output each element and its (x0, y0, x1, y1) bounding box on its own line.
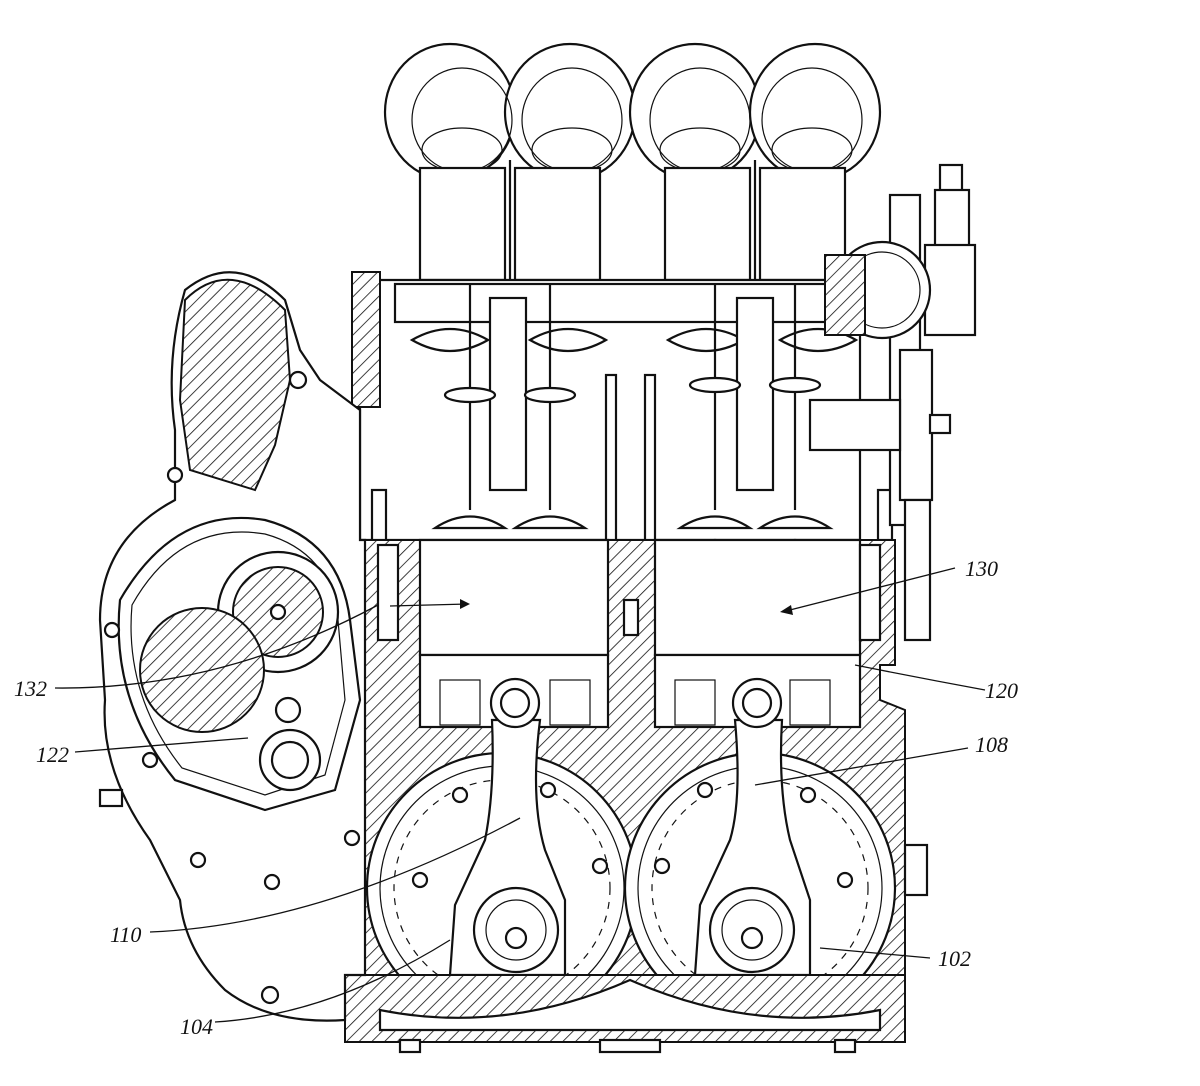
label-132: 132 (14, 676, 47, 701)
left-accessory-housing (98, 271, 367, 1022)
chamber-arrows (389, 567, 956, 615)
label-102: 102 (938, 946, 971, 971)
label-108: 108 (975, 732, 1008, 757)
intake-trumpets (383, 42, 882, 282)
label-130: 130 (965, 556, 998, 581)
label-122: 122 (36, 742, 69, 767)
timing-gear-assembly (808, 163, 977, 642)
label-110: 110 (110, 922, 141, 947)
label-104: 104 (180, 1014, 213, 1039)
cylinder-head (351, 271, 894, 554)
reference-labels: 102 104 108 110 120 122 130 132 (14, 556, 1018, 1039)
crankcase-base (344, 843, 929, 1054)
label-120: 120 (985, 678, 1018, 703)
connecting-rods (448, 677, 812, 977)
